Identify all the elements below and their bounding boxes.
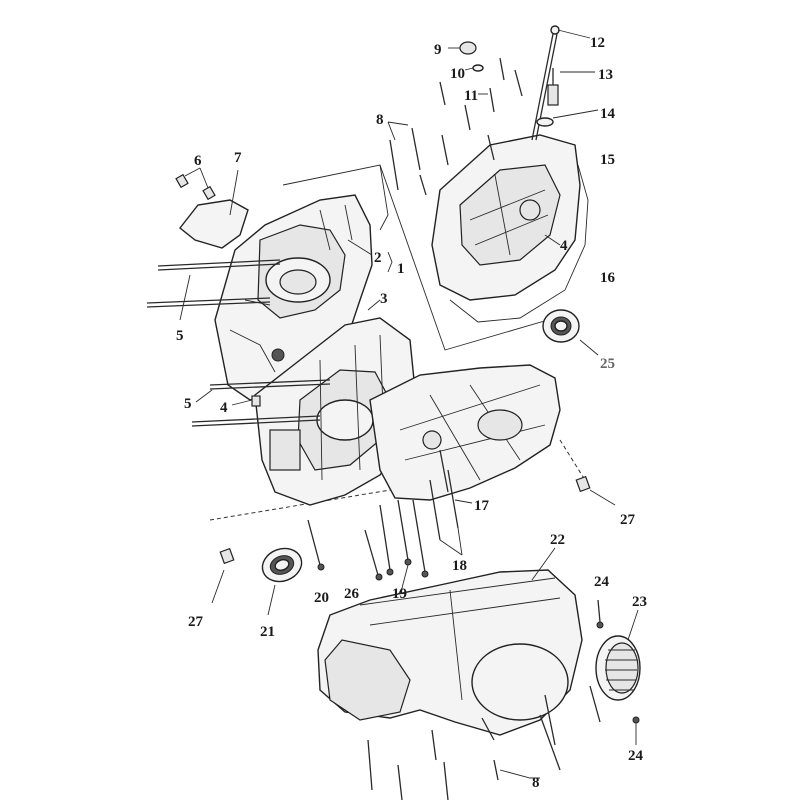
callout-21: 21 [260, 624, 275, 640]
part-20-bolt [307, 519, 325, 571]
callout-8-lower: 8 [532, 775, 540, 791]
callout-4-left: 4 [220, 400, 228, 416]
callout-17: 17 [474, 498, 490, 514]
part-13-drain-plug [547, 68, 595, 106]
part-4-dowel-left [251, 395, 261, 407]
part-10-washer [464, 64, 484, 72]
callout-5-upper: 5 [176, 328, 184, 344]
callout-25: 25 [600, 356, 615, 372]
part-16-gasket [449, 164, 589, 323]
callout-1: 1 [397, 261, 405, 277]
callout-9: 9 [434, 42, 442, 58]
callout-24-lower: 24 [628, 748, 644, 764]
callout-2: 2 [374, 250, 382, 266]
callout-7: 7 [234, 150, 242, 166]
part-14-o-ring [536, 109, 599, 127]
leader-3 [367, 299, 381, 311]
callout-20: 20 [314, 590, 329, 606]
leader-1 [387, 251, 393, 273]
callout-16: 16 [600, 270, 616, 286]
callout-22: 22 [550, 532, 565, 548]
part-25-oil-seal [542, 309, 580, 343]
assembly-boundary-upper [282, 164, 389, 231]
callout-27-right: 27 [620, 512, 636, 528]
leader-4-left [231, 399, 253, 406]
callout-19: 19 [392, 586, 407, 602]
callout-11: 11 [464, 88, 478, 104]
callout-6: 6 [194, 153, 202, 169]
callout-10: 10 [450, 66, 465, 82]
part-6-bolts [175, 167, 216, 201]
long-studs-lower [191, 379, 331, 427]
leader-4-right [544, 234, 561, 246]
callout-14: 14 [600, 106, 616, 122]
part-9-cap [448, 41, 477, 55]
callout-18: 18 [452, 558, 467, 574]
transmission-housing [369, 364, 561, 501]
part-19-bolts [379, 499, 429, 601]
part-11-bolts [478, 57, 523, 113]
leader-2 [347, 239, 373, 256]
part-22-crankcase-cover [317, 547, 583, 736]
callout-24-upper: 24 [594, 574, 610, 590]
callout-15: 15 [600, 152, 615, 168]
part-17-bolt [439, 449, 473, 504]
part-7-cover-plate [179, 199, 249, 249]
leader-5-upper [179, 274, 191, 321]
part-18-bolts [429, 469, 463, 556]
callout-3: 3 [380, 291, 388, 307]
part-8-bolts-upper [387, 81, 495, 196]
callout-8-upper: 8 [376, 112, 384, 128]
callout-27-left: 27 [188, 614, 204, 630]
part-15-side-cover [431, 134, 581, 301]
leader-dash-27-right [559, 439, 586, 481]
callout-13: 13 [598, 67, 613, 83]
part-27-dowel-right [575, 475, 616, 506]
long-studs-upper [146, 259, 281, 308]
callout-4-right: 4 [560, 238, 568, 254]
callout-26: 26 [344, 586, 360, 602]
part-27-dowel-left [211, 547, 235, 604]
part-8-bolts-lower [367, 694, 561, 800]
leader-5-lower [195, 389, 213, 403]
part-26-bolt [364, 529, 383, 581]
part-21-oil-seal [261, 547, 303, 616]
callout-23: 23 [632, 594, 647, 610]
callout-12: 12 [590, 35, 605, 51]
assembly-boundary-right [379, 164, 566, 351]
part-24-screws [596, 599, 640, 745]
part-23-vent-grille [589, 609, 641, 723]
callout-5-lower: 5 [184, 396, 192, 412]
